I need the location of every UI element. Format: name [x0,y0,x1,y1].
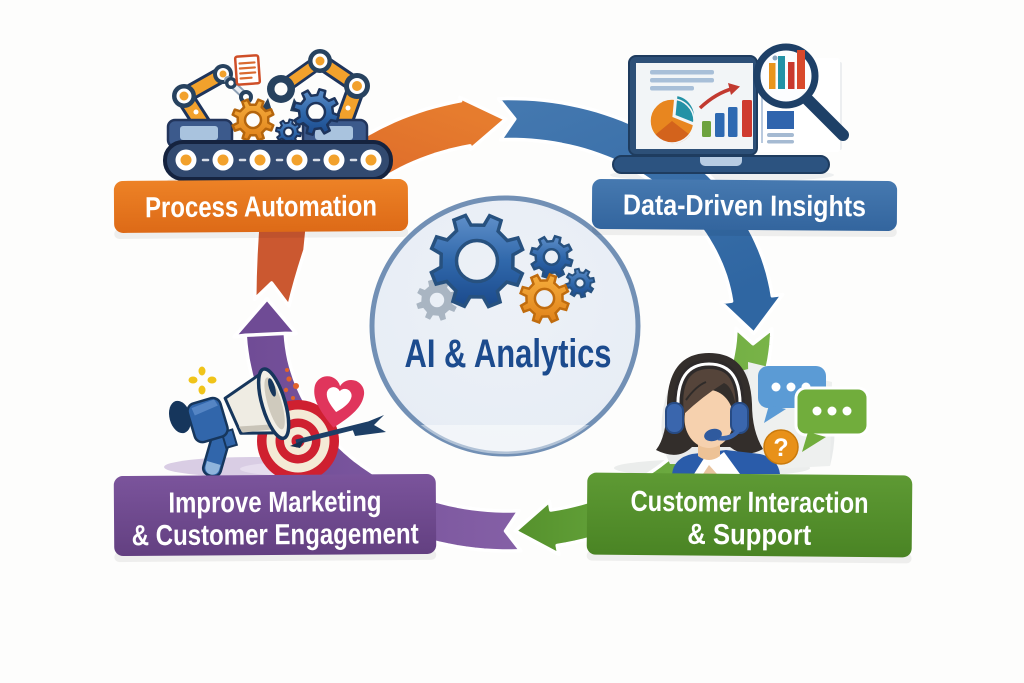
svg-text:AI & Analytics: AI & Analytics [405,332,612,376]
svg-text:Customer Interaction: Customer Interaction [630,486,868,520]
svg-text:Process Automation: Process Automation [145,191,377,225]
svg-text:?: ? [773,434,788,462]
svg-text:Improve Marketing: Improve Marketing [168,486,381,519]
svg-text:& Customer Engagement: & Customer Engagement [132,518,419,552]
svg-text:& Support: & Support [687,519,812,552]
svg-text:Data-Driven Insights: Data-Driven Insights [623,190,866,224]
